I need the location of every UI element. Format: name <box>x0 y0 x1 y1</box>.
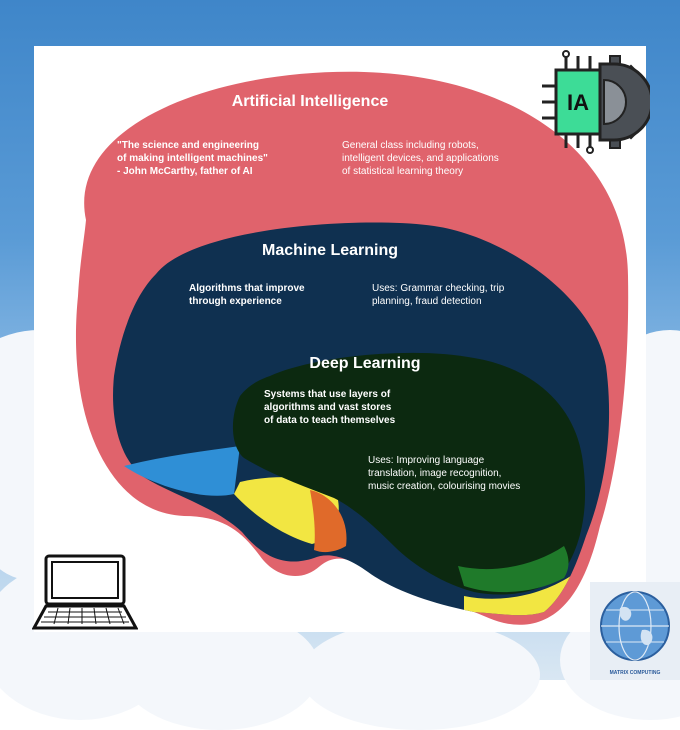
blue-accent <box>124 446 240 496</box>
dl-uses: Uses: Improving language translation, im… <box>368 454 520 493</box>
dl-description-line: algorithms and vast stores <box>264 402 392 413</box>
ia-logo-text: IA <box>567 90 589 115</box>
ml-description: Algorithms that improve through experien… <box>189 282 305 308</box>
dl-uses-line: music creation, colourising movies <box>368 481 521 492</box>
ai-title: Artificial Intelligence <box>231 93 389 110</box>
dl-description-line: Systems that use layers of <box>264 389 391 400</box>
ai-quote-line: "The science and engineering <box>117 140 260 151</box>
ml-title: Machine Learning <box>261 242 399 259</box>
dl-title: Deep Learning <box>309 355 421 372</box>
dl-uses-line: Uses: Improving language <box>368 455 485 466</box>
globe-icon <box>600 591 670 661</box>
ai-description-line: of statistical learning theory <box>342 166 464 177</box>
ai-description-line: General class including robots, <box>342 140 479 151</box>
green-accent <box>458 546 569 593</box>
dl-description-line: of data to teach themselves <box>264 415 396 426</box>
dl-uses-line: translation, image recognition, <box>368 468 502 479</box>
globe-caption: MATRIX COMPUTING <box>609 670 661 676</box>
ml-uses: Uses: Grammar checking, trip planning, f… <box>372 282 504 308</box>
ai-description-line: intelligent devices, and applications <box>342 153 499 164</box>
ml-uses-line: planning, fraud detection <box>372 296 482 307</box>
ai-quote-line: - John McCarthy, father of AI <box>117 166 253 177</box>
ml-description-line: Algorithms that improve <box>189 283 305 294</box>
matrix-computing-logo: MATRIX COMPUTING <box>590 582 680 680</box>
dl-region <box>232 352 586 595</box>
orange-accent <box>310 490 347 553</box>
ai-description: General class including robots, intellig… <box>342 139 499 178</box>
ml-uses-line: Uses: Grammar checking, trip <box>372 283 505 294</box>
laptop-icon <box>32 554 138 630</box>
ai-chip-gear-icon: IA <box>542 50 650 154</box>
brain-diagram <box>75 71 629 625</box>
dl-description: Systems that use layers of algorithms an… <box>264 388 395 427</box>
ml-description-line: through experience <box>189 296 282 307</box>
ai-quote: "The science and engineering of making i… <box>117 139 268 178</box>
lower-yellow-accent <box>464 574 574 616</box>
ai-quote-line: of making intelligent machines" <box>117 153 268 164</box>
